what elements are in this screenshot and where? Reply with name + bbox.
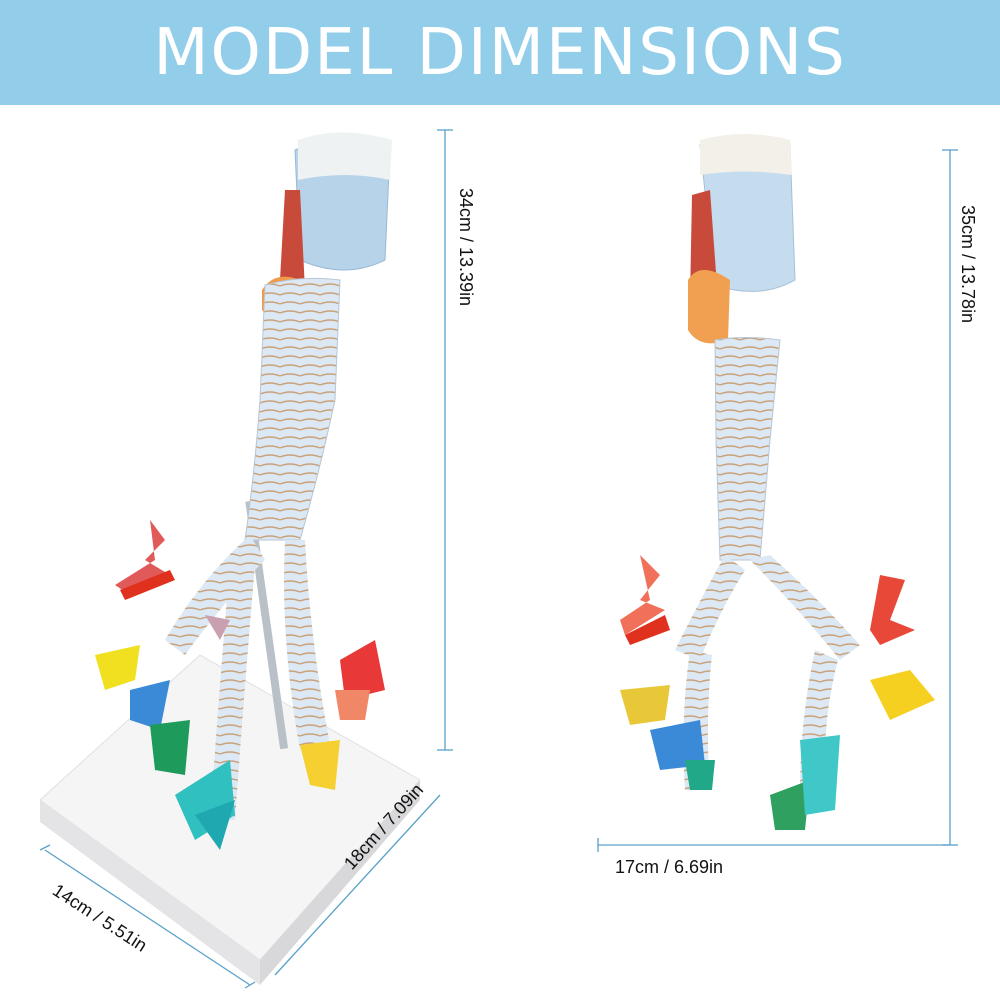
right-model-trachea <box>714 337 781 561</box>
left-dimension-lines <box>39 129 453 989</box>
left-model <box>39 132 421 985</box>
right-model <box>620 134 935 830</box>
left-height-label: 34cm / 13.39in <box>456 188 476 307</box>
right-width-label: 17cm / 6.69in <box>615 857 724 877</box>
banner-title: MODEL DIMENSIONS <box>153 15 847 90</box>
right-dimension-lines <box>597 149 958 852</box>
title-banner: MODEL DIMENSIONS <box>0 0 1000 105</box>
right-height-label: 35cm / 13.78in <box>958 205 978 324</box>
left-model-trachea <box>244 277 341 541</box>
